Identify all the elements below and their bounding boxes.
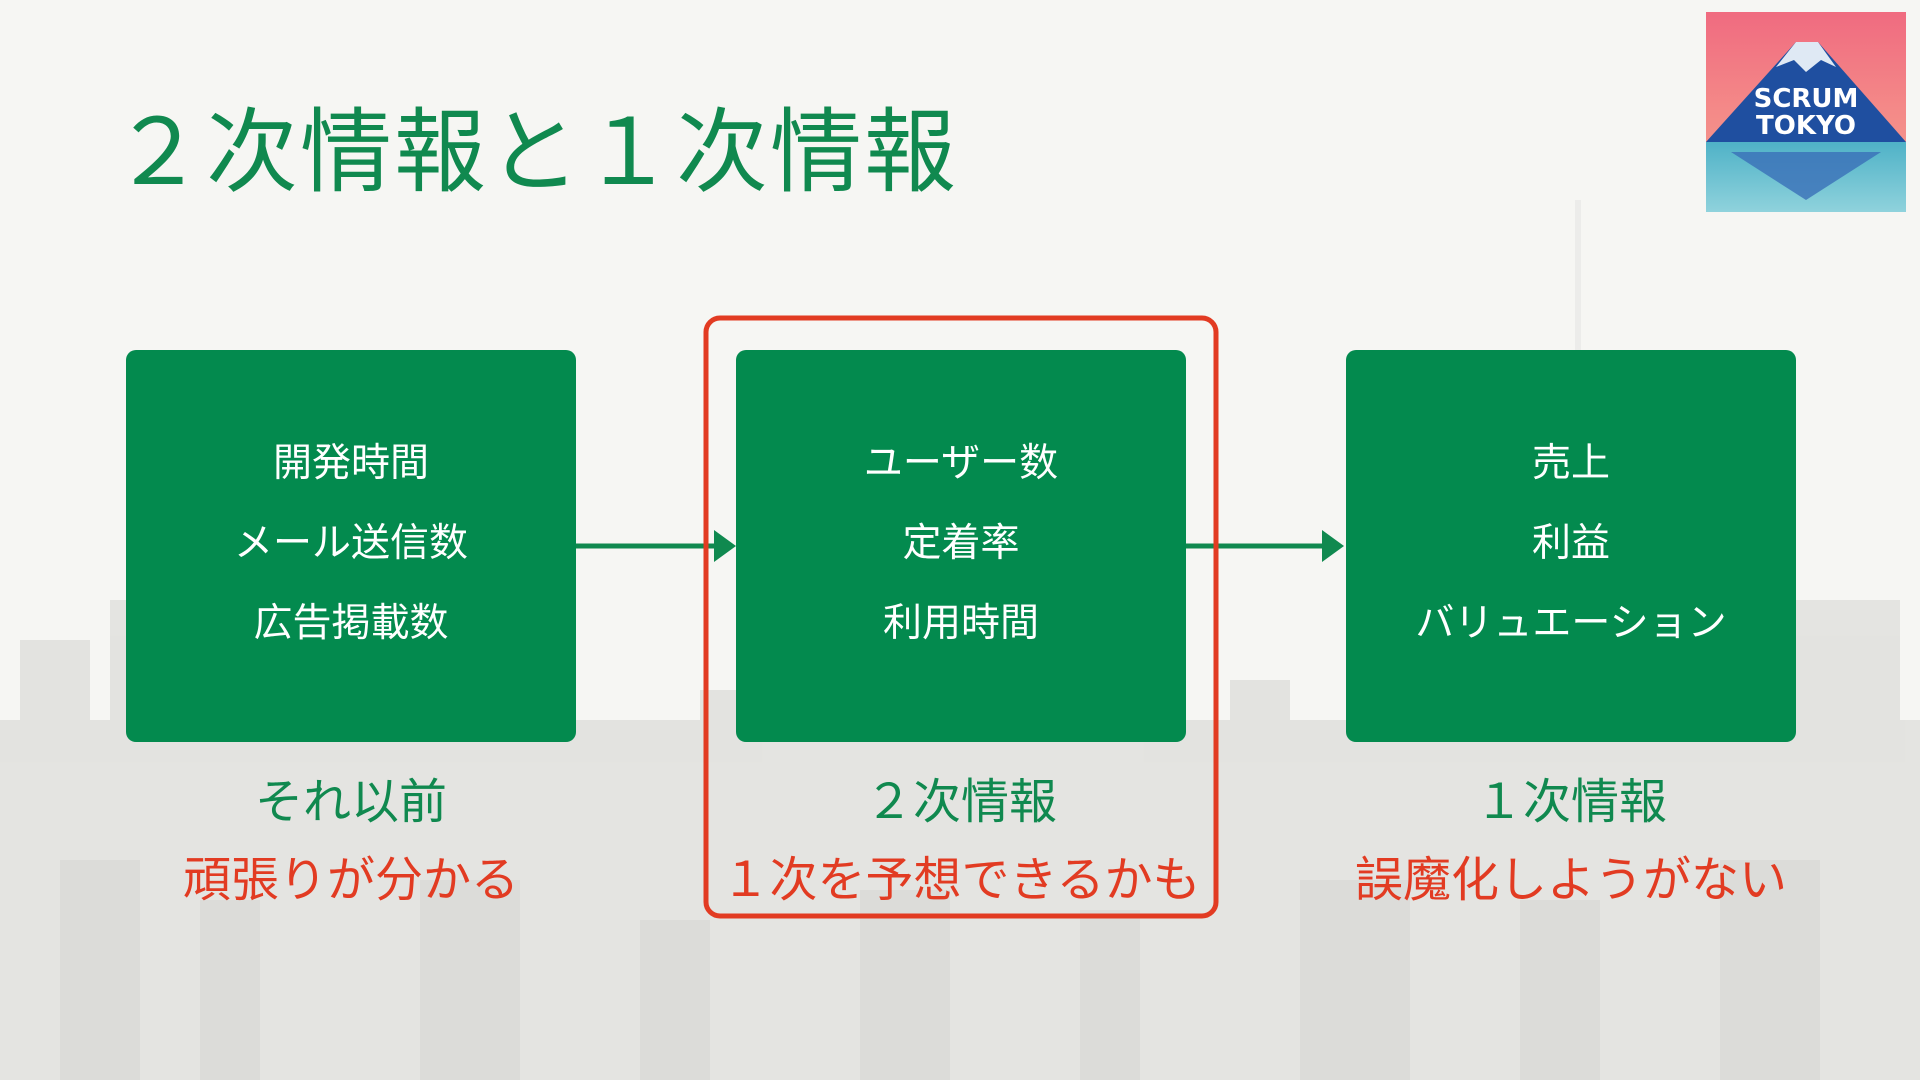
slide-title: ２次情報と１次情報 [112, 99, 959, 206]
metric-box-primary: 売上 利益 バリュエーション [1346, 350, 1796, 742]
box-item: 開発時間 [272, 441, 429, 486]
box-item: バリュエーション [1415, 601, 1727, 646]
logo-text-line2: TOKYO [1756, 111, 1856, 141]
caption-prior: それ以前 [254, 774, 447, 830]
logo-text-line1: SCRUM [1754, 84, 1859, 114]
caption-secondary: ２次情報 [864, 774, 1057, 830]
caption-primary: １次情報 [1474, 774, 1667, 830]
note-prior: 頑張りが分かる [182, 852, 519, 908]
box-item: 利用時間 [882, 601, 1039, 646]
scrum-tokyo-logo: SCRUM TOKYO [1706, 12, 1906, 212]
box-item: メール送信数 [233, 521, 468, 566]
metric-box-prior: 開発時間 メール送信数 広告掲載数 [126, 350, 576, 742]
box-item: 定着率 [902, 521, 1020, 566]
metric-box-secondary: ユーザー数 定着率 利用時間 [736, 350, 1186, 742]
box-item: 広告掲載数 [253, 601, 449, 646]
note-primary: 誤魔化しようがない [1354, 852, 1787, 908]
box-item: 売上 [1531, 441, 1610, 486]
box-item: 利益 [1531, 521, 1610, 566]
box-item: ユーザー数 [863, 441, 1059, 486]
note-secondary: １次を予想できるかも [721, 852, 1201, 908]
